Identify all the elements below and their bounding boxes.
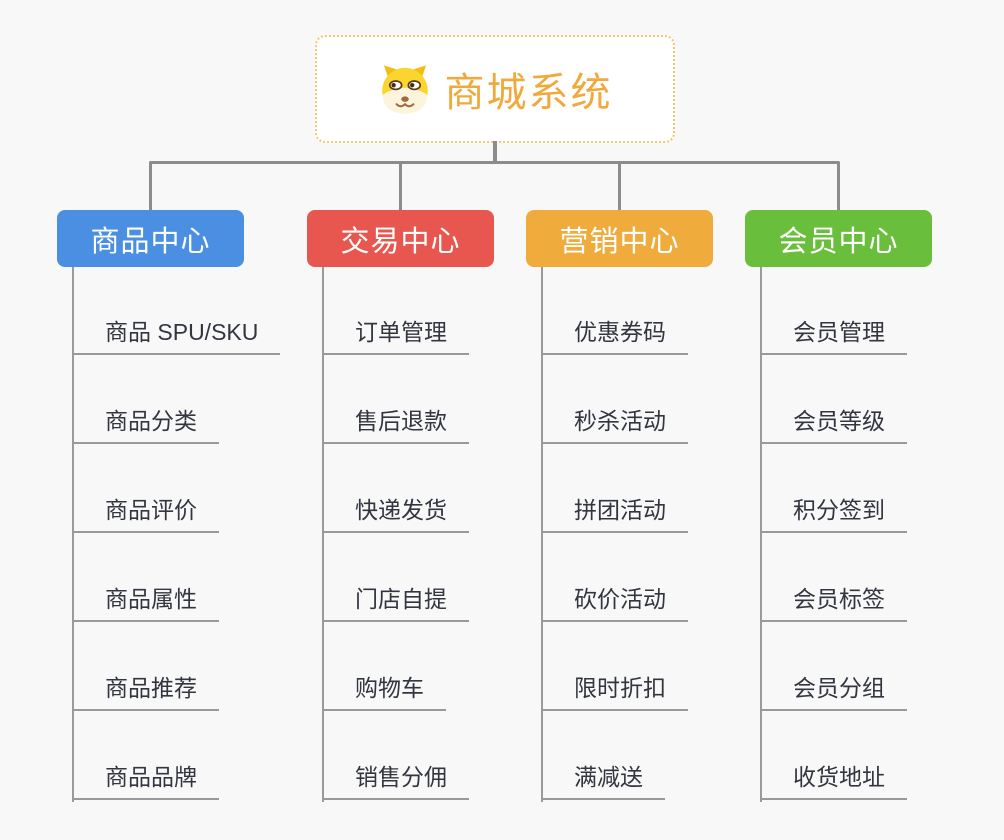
sub-topic[interactable]: 限时折扣 xyxy=(541,673,688,711)
branch-node-marketing-center[interactable]: 营销中心 xyxy=(526,210,713,267)
sub-topic[interactable]: 会员管理 xyxy=(760,317,907,355)
sub-topic[interactable]: 售后退款 xyxy=(322,406,469,444)
branch-label: 营销中心 xyxy=(559,225,680,258)
sub-topic[interactable]: 商品 SPU/SKU xyxy=(72,317,281,355)
sub-topic[interactable]: 秒杀活动 xyxy=(541,406,688,444)
connector-drop xyxy=(149,163,152,211)
sub-topic[interactable]: 会员等级 xyxy=(760,406,907,444)
connector-root-stem xyxy=(493,141,497,163)
branch-label: 会员中心 xyxy=(778,225,899,258)
sub-topic[interactable]: 购物车 xyxy=(322,673,446,711)
sub-topic[interactable]: 商品推荐 xyxy=(72,673,219,711)
connector-drop xyxy=(399,163,402,211)
sub-topic[interactable]: 优惠券码 xyxy=(541,317,688,355)
root-node[interactable]: 商城系统 xyxy=(315,35,675,143)
connector-trunk xyxy=(149,161,840,164)
sub-topic[interactable]: 会员分组 xyxy=(760,673,907,711)
sub-topic[interactable]: 商品评价 xyxy=(72,495,219,533)
sub-topic[interactable]: 快递发货 xyxy=(322,495,469,533)
branch-node-member-center[interactable]: 会员中心 xyxy=(745,210,932,267)
branch-spine xyxy=(541,267,543,802)
branch-spine xyxy=(760,267,762,802)
branch-node-product-center[interactable]: 商品中心 xyxy=(57,210,244,267)
sub-topic[interactable]: 订单管理 xyxy=(322,317,469,355)
sub-topic[interactable]: 门店自提 xyxy=(322,584,469,622)
sub-topic[interactable]: 拼团活动 xyxy=(541,495,688,533)
sub-topic[interactable]: 满减送 xyxy=(541,762,665,800)
sub-topic[interactable]: 商品属性 xyxy=(72,584,219,622)
sub-topic[interactable]: 积分签到 xyxy=(760,495,907,533)
branch-spine xyxy=(72,267,74,802)
connector-drop xyxy=(618,163,621,211)
branch-label: 交易中心 xyxy=(340,225,461,258)
branch-spine xyxy=(322,267,324,802)
sub-topic[interactable]: 商品品牌 xyxy=(72,762,219,800)
shiba-dog-icon xyxy=(378,62,432,116)
sub-topic[interactable]: 砍价活动 xyxy=(541,584,688,622)
sub-topic[interactable]: 销售分佣 xyxy=(322,762,469,800)
root-title: 商城系统 xyxy=(444,71,613,115)
branch-label: 商品中心 xyxy=(90,225,211,258)
connector-drop xyxy=(837,163,840,211)
sub-topic[interactable]: 会员标签 xyxy=(760,584,907,622)
sub-topic[interactable]: 商品分类 xyxy=(72,406,219,444)
sub-topic[interactable]: 收货地址 xyxy=(760,762,907,800)
branch-node-trade-center[interactable]: 交易中心 xyxy=(307,210,494,267)
